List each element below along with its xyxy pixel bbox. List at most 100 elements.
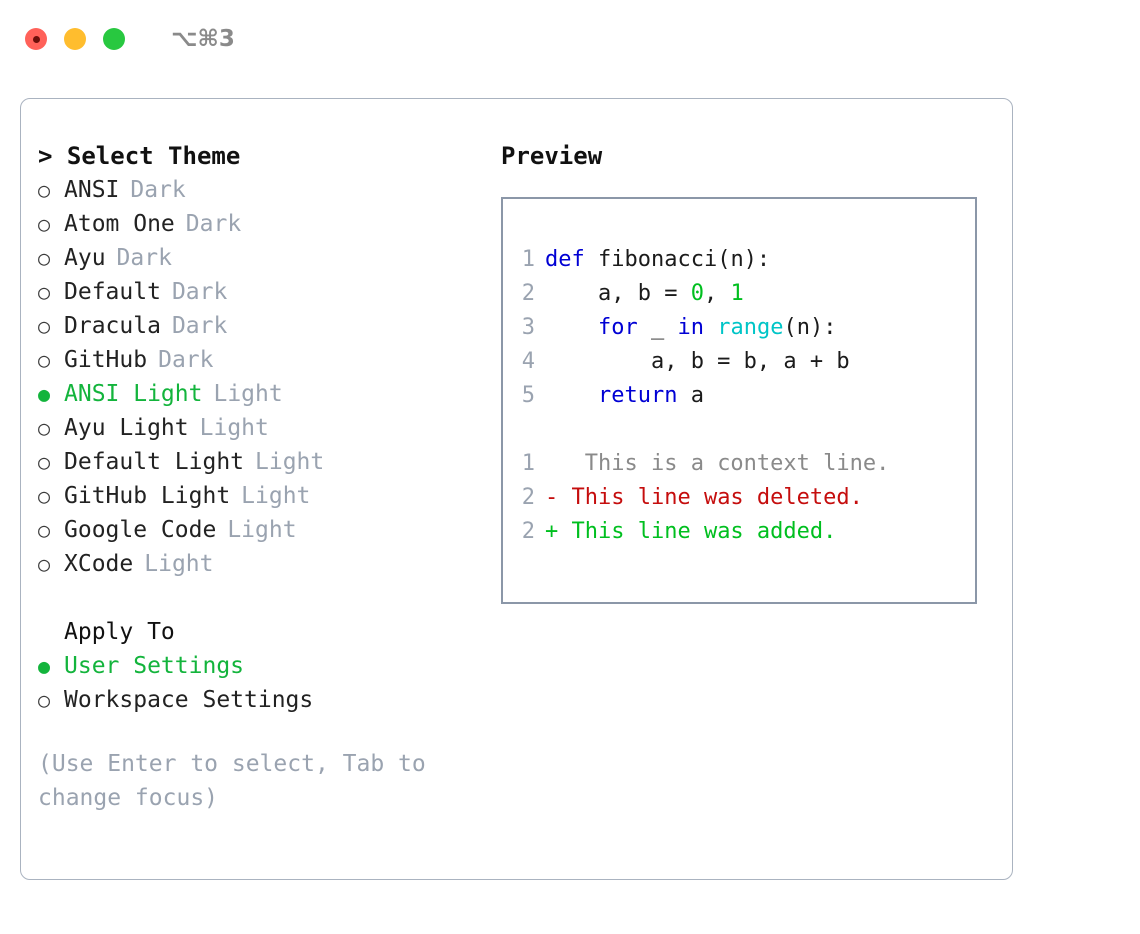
code-line: 3 for _ in range(n):	[503, 311, 975, 345]
apply-to-label: Apply To	[64, 619, 175, 645]
line-number: 5	[521, 383, 535, 408]
code-token: a	[677, 383, 704, 408]
theme-name: XCode	[64, 551, 134, 577]
theme-name: Dracula	[64, 313, 161, 339]
code-text: a, b = b, a + b	[545, 345, 850, 379]
diff-marker: -	[545, 485, 559, 510]
apply-to-list: ● User Settings ○ Workspace Settings	[38, 649, 498, 717]
theme-name: ANSI	[64, 177, 120, 203]
code-token: a, b = b, a + b	[545, 349, 850, 374]
code-token: for	[597, 315, 638, 340]
spacer	[503, 413, 975, 447]
theme-variant-tag: Light	[199, 415, 269, 441]
theme-name: Default	[64, 279, 161, 305]
radio-selected-icon: ●	[38, 654, 51, 678]
theme-list-item[interactable]: ○ XCode Light	[38, 547, 498, 581]
code-token: 1	[730, 281, 744, 306]
code-token: (n):	[783, 315, 837, 340]
theme-list-item[interactable]: ○ Ayu Dark	[38, 241, 498, 275]
maximize-button[interactable]	[103, 28, 125, 50]
diff-marker	[545, 447, 558, 481]
theme-list-item[interactable]: ○ Dracula Dark	[38, 309, 498, 343]
diff-preview-block: 1 This is a context line.2- This line wa…	[503, 447, 975, 549]
code-token: return	[597, 383, 678, 408]
diff-line: 2 + This line was added.	[503, 515, 975, 549]
diff-text: This line was added.	[558, 519, 837, 544]
theme-name: Atom One	[64, 211, 175, 237]
theme-name: Google Code	[64, 517, 217, 543]
code-text: for _ in range(n):	[545, 311, 836, 345]
code-token	[545, 315, 598, 340]
code-token: ,	[703, 281, 731, 306]
window-controls	[25, 28, 125, 50]
code-line: 5 return a	[503, 379, 975, 413]
radio-unselected-icon: ○	[38, 552, 51, 576]
radio-unselected-icon: ○	[38, 246, 51, 270]
keyboard-hint-text: (Use Enter to select, Tab to change focu…	[38, 751, 440, 811]
diff-line: 2- This line was deleted.	[503, 481, 975, 515]
recording-dot-icon	[32, 35, 40, 43]
code-text: a, b = 0, 1	[545, 277, 744, 311]
code-token: def	[545, 247, 585, 272]
diff-text: This is a context line.	[558, 451, 890, 476]
theme-variant-tag: Dark	[116, 245, 172, 271]
code-text: def fibonacci(n):	[545, 243, 770, 277]
apply-to-option[interactable]: ● User Settings	[38, 649, 498, 683]
diff-marker: +	[545, 519, 559, 544]
radio-unselected-icon: ○	[38, 484, 51, 508]
minimize-button[interactable]	[64, 28, 86, 50]
code-token: fibonacci(n):	[584, 247, 771, 272]
radio-unselected-icon: ○	[38, 450, 51, 474]
theme-name: ANSI Light	[64, 381, 203, 407]
line-number: 2	[521, 485, 535, 510]
theme-variant-tag: Light	[255, 449, 325, 475]
apply-to-option[interactable]: ○ Workspace Settings	[38, 683, 498, 717]
theme-variant-tag: Dark	[171, 313, 228, 339]
line-number: 2	[521, 519, 535, 544]
radio-selected-icon: ●	[38, 382, 51, 406]
title-bar: ⌥⌘3	[0, 0, 1140, 78]
close-button[interactable]	[25, 28, 47, 50]
code-line: 1 def fibonacci(n):	[503, 243, 975, 277]
select-theme-header: > Select Theme	[38, 142, 241, 170]
spacer	[38, 581, 498, 615]
code-text: return a	[545, 379, 704, 413]
theme-name: GitHub	[64, 347, 148, 373]
theme-variant-tag: Dark	[130, 177, 186, 203]
line-number: 1	[521, 247, 535, 272]
theme-variant-tag: Dark	[185, 211, 242, 237]
code-token: _	[637, 315, 678, 340]
diff-line: 1 This is a context line.	[503, 447, 975, 481]
radio-unselected-icon: ○	[38, 688, 51, 712]
apply-to-option-label: User Settings	[64, 653, 245, 679]
theme-name: Ayu Light	[64, 415, 189, 441]
apply-to-option-label: Workspace Settings	[64, 687, 314, 713]
radio-unselected-icon: ○	[38, 314, 51, 338]
code-token	[704, 315, 717, 340]
code-token: 0	[690, 281, 704, 306]
code-token: a, b =	[545, 281, 691, 306]
code-token: range	[717, 315, 784, 340]
theme-name: Ayu	[64, 245, 106, 271]
theme-variant-tag: Dark	[171, 279, 228, 305]
line-number: 3	[521, 315, 535, 340]
diff-text: This line was deleted.	[558, 485, 863, 510]
code-line: 4 a, b = b, a + b	[503, 345, 975, 379]
theme-variant-tag: Light	[144, 551, 214, 577]
radio-unselected-icon: ○	[38, 518, 51, 542]
theme-variant-tag: Light	[241, 483, 311, 509]
